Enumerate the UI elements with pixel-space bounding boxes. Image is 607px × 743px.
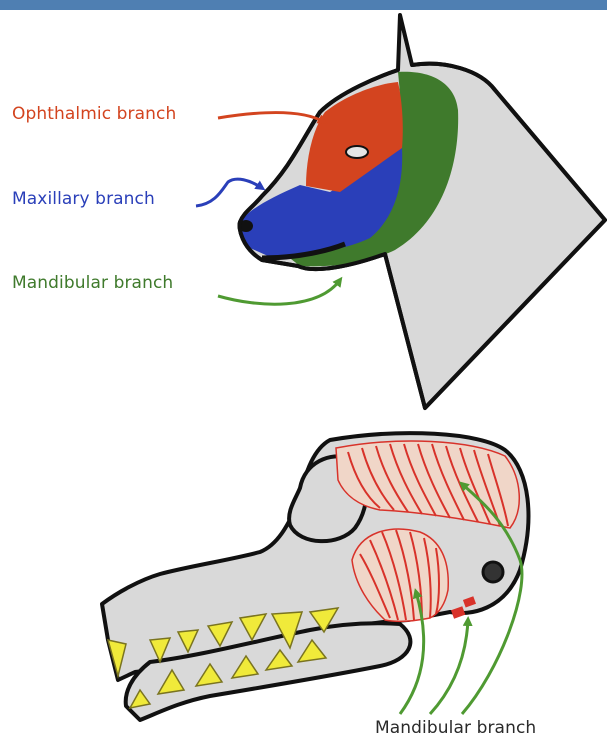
- dog-head: [239, 15, 605, 408]
- mandibular-arrow-2: [430, 620, 468, 714]
- mandibular-head-label: Mandibular branch: [12, 273, 173, 293]
- ophthalmic-label: Ophthalmic branch: [12, 104, 176, 124]
- eye: [346, 146, 368, 158]
- ophthalmic-arrow: [218, 113, 324, 123]
- maxillary-arrow: [196, 179, 262, 206]
- skull: [102, 433, 528, 720]
- maxillary-label: Maxillary branch: [12, 189, 155, 209]
- ear-canal: [483, 562, 503, 582]
- mandibular-skull-label: Mandibular branch: [375, 718, 536, 738]
- mandibular-arrow-head: [218, 280, 340, 304]
